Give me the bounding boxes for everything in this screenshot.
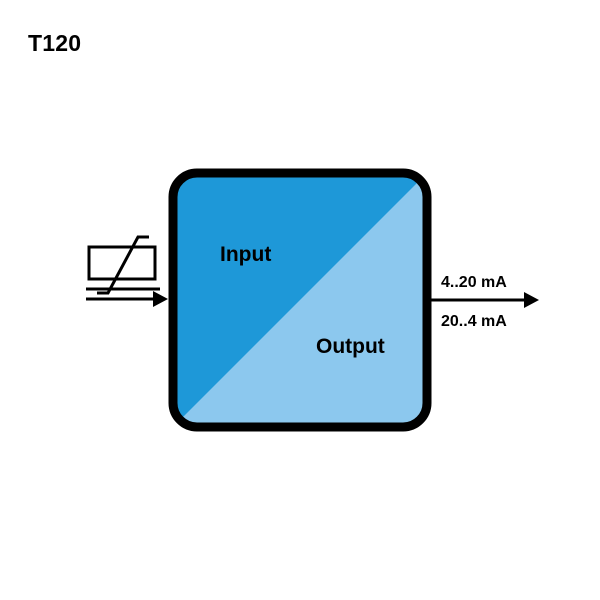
input-arrow-icon (86, 291, 168, 307)
thermistor-icon (86, 235, 160, 295)
converter-block (173, 173, 427, 427)
output-signal-label-2: 20..4 mA (441, 313, 507, 330)
output-arrow-icon (431, 292, 539, 308)
input-region (173, 173, 427, 427)
output-signal-label-1: 4..20 mA (441, 274, 507, 291)
output-label: Output (316, 335, 385, 358)
input-label: Input (220, 243, 271, 266)
converter-block-border (168, 168, 432, 432)
diagram-title: T120 (28, 30, 82, 56)
